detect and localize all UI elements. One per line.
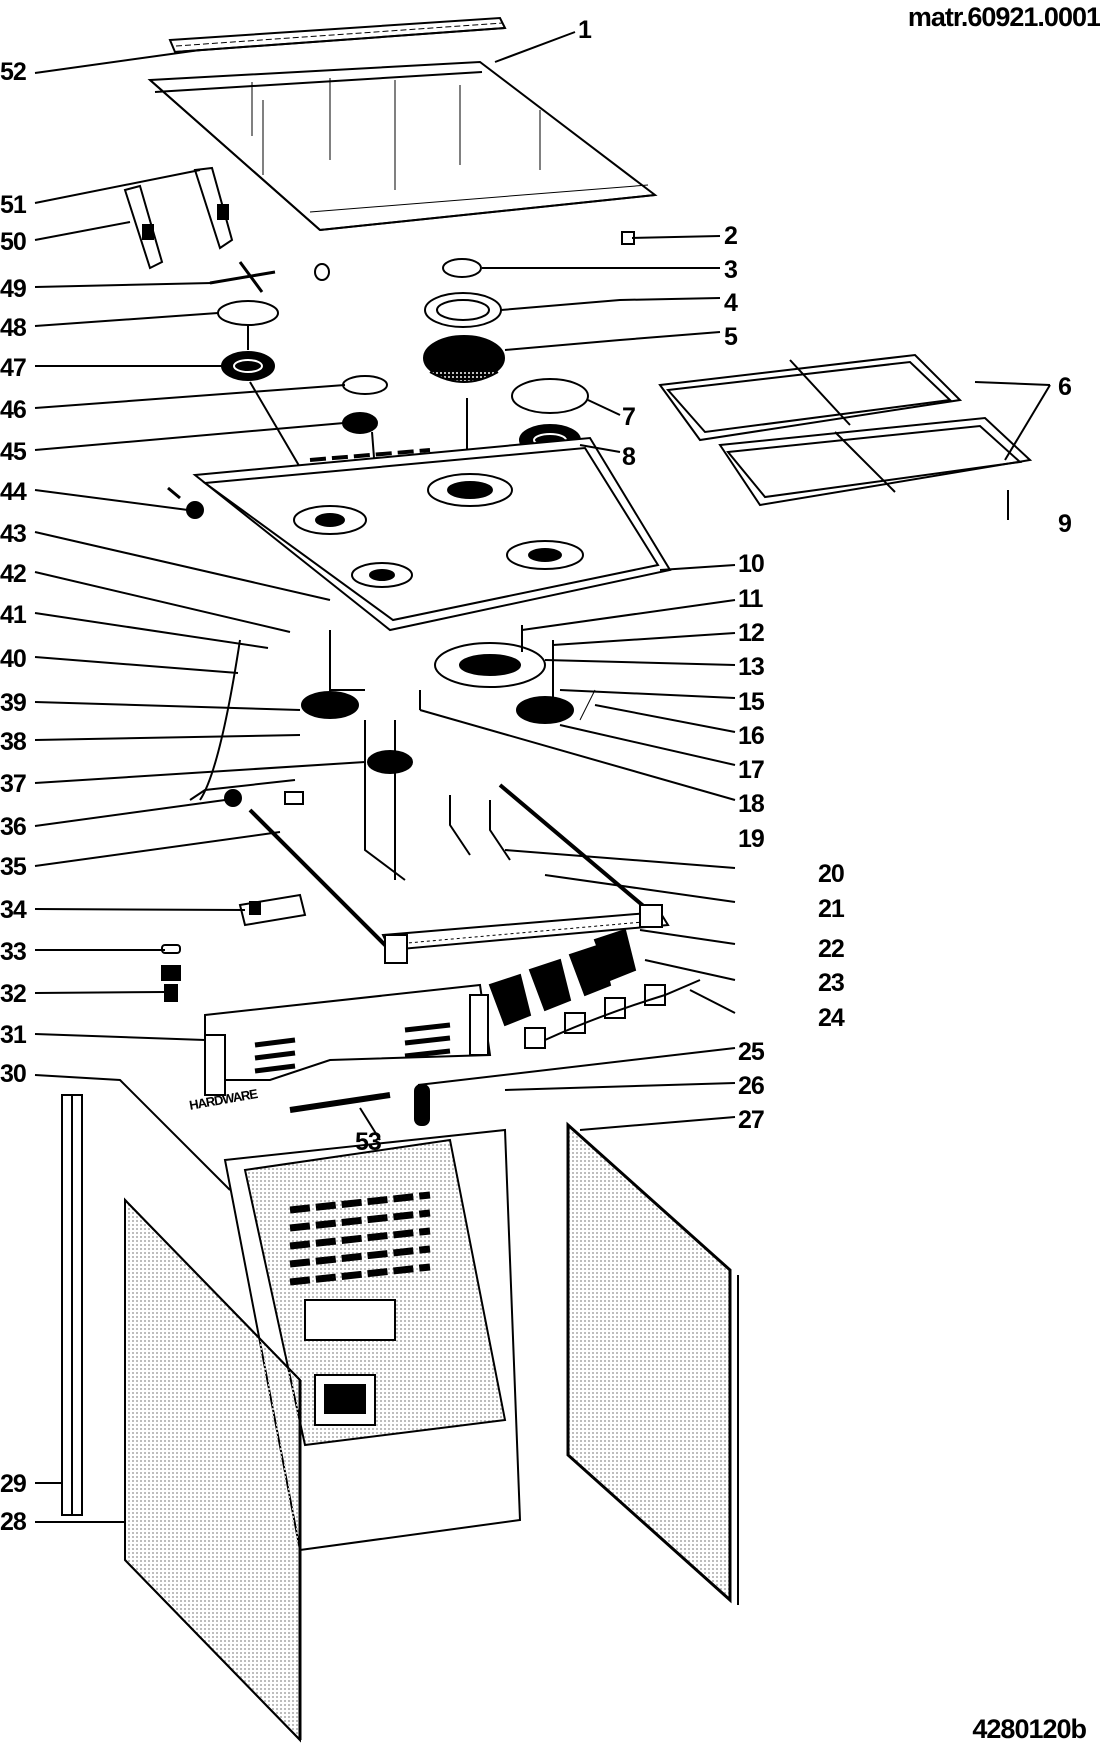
callout-50: 50 [0, 228, 27, 256]
callout-35: 35 [0, 853, 27, 881]
callout-24: 24 [818, 1004, 845, 1032]
callout-19: 19 [738, 825, 765, 853]
part-right-side-panel [568, 1125, 738, 1605]
callout-21: 21 [818, 895, 845, 923]
part-trim-strip [170, 18, 505, 52]
part-lid-hinges [125, 168, 232, 268]
callout-48: 48 [0, 314, 27, 342]
part-left-side-panel [125, 1200, 300, 1740]
callout-38: 38 [0, 728, 27, 756]
callout-39: 39 [0, 689, 27, 717]
callout-34: 34 [0, 896, 27, 924]
callout-36: 36 [0, 813, 27, 841]
callout-18: 18 [738, 790, 765, 818]
callout-41: 41 [0, 601, 27, 629]
callout-47: 47 [0, 354, 27, 382]
part-hardware-kit [290, 1085, 429, 1125]
part-knob [168, 488, 204, 519]
part-ignition-generator [240, 895, 305, 925]
callout-12: 12 [738, 619, 765, 647]
callout-20: 20 [818, 860, 845, 888]
part-burner-small-mid [250, 376, 387, 560]
callout-11: 11 [738, 585, 763, 613]
leader-lines [35, 32, 1050, 1522]
callout-46: 46 [0, 396, 27, 424]
callout-52: 52 [0, 58, 27, 86]
part-control-panel [205, 985, 490, 1095]
callout-43: 43 [0, 520, 27, 548]
callout-25: 25 [738, 1038, 765, 1066]
callout-15: 15 [738, 688, 765, 716]
part-pan-supports [660, 355, 1030, 505]
callout-8: 8 [622, 443, 636, 471]
callout-27: 27 [738, 1106, 765, 1134]
callout-29: 29 [0, 1470, 27, 1498]
callout-30: 30 [0, 1060, 27, 1088]
part-hob-top [195, 438, 670, 630]
callout-33: 33 [0, 938, 27, 966]
part-burner-small-left [210, 262, 329, 380]
part-burner-large-center [424, 232, 634, 480]
callout-1: 1 [578, 16, 592, 44]
callout-2: 2 [724, 222, 738, 250]
part-gas-valves [490, 930, 700, 1048]
part-thermocouple-connector [162, 945, 180, 1001]
callout-37: 37 [0, 770, 27, 798]
callout-6: 6 [1058, 373, 1072, 401]
callout-5: 5 [724, 323, 738, 351]
callout-9: 9 [1058, 510, 1072, 538]
callout-49: 49 [0, 275, 27, 303]
part-burner-cups [302, 625, 595, 773]
callout-17: 17 [738, 756, 765, 784]
part-glass-lid [150, 62, 655, 230]
drawing-number: 4280120b [972, 1714, 1087, 1744]
callout-22: 22 [818, 935, 845, 963]
part-gas-ramp [190, 630, 668, 963]
callout-3: 3 [724, 256, 738, 284]
callout-28: 28 [0, 1508, 27, 1536]
model-code: matr.60921.0001 [907, 2, 1100, 32]
callout-10: 10 [738, 550, 765, 578]
callout-4: 4 [724, 289, 738, 317]
callout-7: 7 [622, 403, 636, 431]
callout-45: 45 [0, 438, 27, 466]
callout-51: 51 [0, 191, 27, 219]
callout-42: 42 [0, 560, 27, 588]
callout-53: 53 [355, 1128, 382, 1156]
callout-26: 26 [738, 1072, 765, 1100]
callout-16: 16 [738, 722, 765, 750]
callout-31: 31 [0, 1021, 27, 1049]
callout-44: 44 [0, 478, 27, 506]
callout-13: 13 [738, 653, 765, 681]
part-side-strip [62, 1095, 82, 1515]
part-fittings [224, 789, 303, 807]
callout-40: 40 [0, 645, 27, 673]
callout-32: 32 [0, 980, 27, 1008]
callout-23: 23 [818, 969, 845, 997]
